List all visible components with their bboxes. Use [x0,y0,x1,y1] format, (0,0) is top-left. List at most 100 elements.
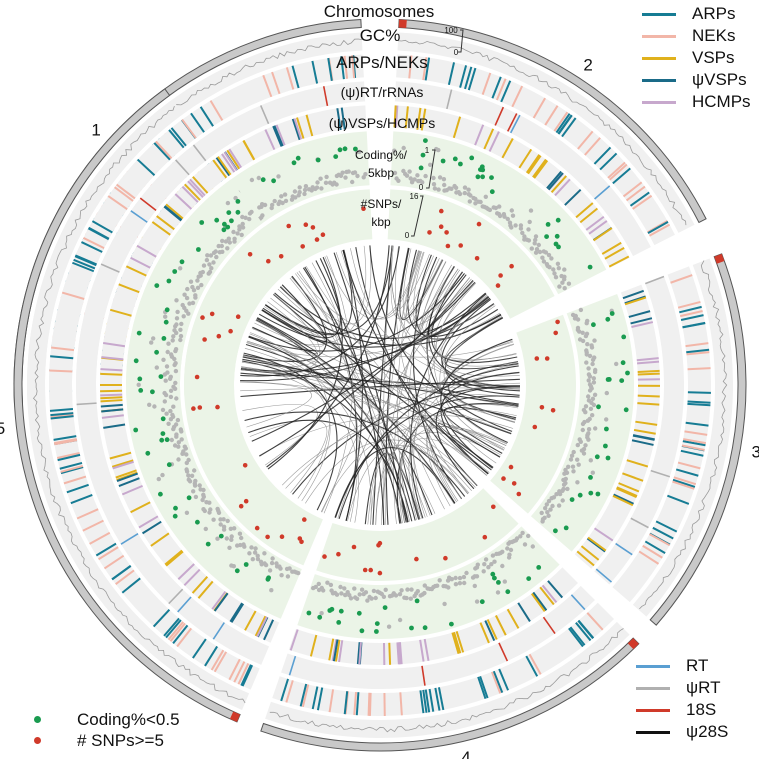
coding-point [163,378,168,383]
coding-point [587,374,593,379]
vsp-hcmp-tick [272,125,283,147]
vsp-hcmp-tick [397,642,402,665]
coding-point [258,559,264,564]
synteny-link [244,411,466,497]
track-label-chromosomes: Chromosomes [324,2,435,21]
synteny-link [291,245,372,325]
synteny-link [320,425,507,513]
vsp-hcmp-tick [192,176,209,194]
coding-point [557,284,562,289]
coding-point [468,193,473,198]
coding-point [614,361,619,367]
arp-nek-tick [353,691,358,716]
vsp-hcmp-tick [211,590,227,610]
coding-low-point [295,155,301,161]
coding-point [164,411,169,416]
legend-label-snps: # SNPs>=5 [77,730,164,750]
synteny-link [298,270,359,522]
vsp-hcmp-tick [416,107,422,130]
arp-nek-tick [53,438,77,445]
coding-point [449,186,454,191]
coding-point [571,449,576,455]
rt-rrna-tick [177,596,192,613]
coding-point [162,390,167,396]
arp-nek-tick [422,689,428,713]
arp-nek-tick [81,241,103,253]
coding-point [367,594,372,600]
track-label-vsps-hcmps: (ψ)VSPs/HCMPs [329,115,435,131]
arp-nek-tick [136,158,156,176]
coding-point [587,388,593,393]
coding-point [160,472,165,478]
vsp-hcmp-tick [111,459,134,468]
arp-nek-tick [73,258,96,270]
coding-point [584,321,589,326]
coding-low-point [544,234,549,240]
vsp-hcmp-tick [221,153,236,173]
coding-point [173,380,178,386]
synteny-link [251,245,367,345]
coding-point [493,205,498,211]
synteny-link [369,245,513,432]
arp-nek-tick [677,461,701,470]
coding-low-point [374,629,379,634]
arp-nek-tick [316,687,324,711]
coding-point [165,349,170,355]
coding-point [575,317,581,322]
arp-nek-tick [152,609,171,628]
vsp-hcmp-tick [142,520,162,535]
snp-point [351,544,357,550]
coding-point [166,421,171,426]
snp-point [362,567,368,573]
coding-low-point [196,247,201,252]
coding-low-point [480,174,485,180]
gc-line-5 [32,105,246,704]
snp-point [266,258,271,264]
coding-low-point [458,161,463,167]
coding-point [481,569,486,574]
arp-nek-tick [422,57,428,81]
coding-point [279,573,284,578]
vsp-hcmp-tick [451,632,460,655]
synteny-link [315,260,385,526]
coding-point [171,404,176,409]
synteny-link [295,273,405,523]
coding-low-point [186,495,192,501]
coding-point [154,365,159,370]
vsp-hcmp-tick [328,638,335,661]
coding-point [168,374,173,379]
coding-point [401,145,406,151]
synteny-link [258,417,507,456]
arp-nek-tick [75,254,97,266]
arp-nek-tick [434,687,441,711]
chromosome-band-2 [398,18,707,224]
coding-point [402,595,407,600]
gc-line-2 [397,39,687,226]
coding-point [497,204,502,209]
coding-point [502,579,507,584]
coding-point [528,208,534,213]
coding-point [462,190,467,196]
coding-point [578,439,583,444]
coding-point [544,502,549,507]
arp-nek-tick [525,655,539,677]
snp-point [439,208,444,214]
arp-nek-tick [327,57,333,81]
coding-point [340,170,345,175]
arp-nek-tick [83,237,105,250]
coding-point [371,588,377,594]
synteny-link [290,276,516,421]
vsp-hcmp-tick [116,472,139,483]
coding-point [181,314,186,319]
coding-point [555,261,561,266]
arp-nek-tick [240,664,252,686]
vsp-hcmp-tick [263,619,275,641]
legend-swatch-psi-rt [636,686,670,690]
coding-point [193,494,199,500]
coding-point [184,295,190,301]
legend-label-psi-28s: ψ28S [686,722,729,741]
vsp-hcmp-tick [187,180,204,198]
vsp-hcmp-tick [100,396,123,400]
vsp-hcmp-tick [275,124,286,146]
vsp-hcmp-tick [394,105,399,128]
